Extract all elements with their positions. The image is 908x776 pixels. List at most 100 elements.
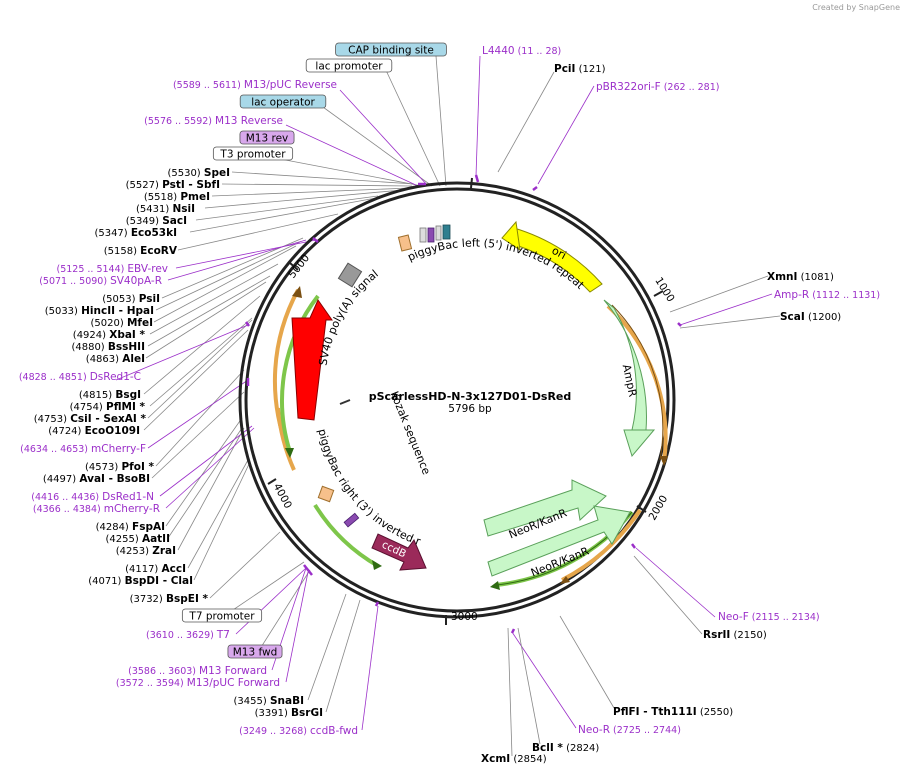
feature-tag-box — [335, 42, 447, 57]
site-position: (4724) — [48, 426, 84, 437]
primer-name: M13 Reverse — [215, 115, 283, 127]
leader-lines — [143, 55, 447, 713]
primer-name: EBV-rev — [127, 263, 168, 275]
primer-name: SV40pA-R — [110, 275, 162, 287]
site-position: (4880) — [71, 342, 107, 353]
restriction-site-label: XcmI (2854) — [481, 753, 547, 765]
primer-name: pBR322ori-F — [596, 81, 661, 93]
primer-position: (1112 .. 1131) — [809, 290, 880, 301]
site-name: ZraI — [152, 545, 176, 557]
site-position: (5033) — [45, 306, 81, 317]
restriction-site-label: (5527) PstI - SbfI — [126, 179, 220, 191]
plasmid-name: pScarlessHD-N-3x127D01-DsRed — [369, 390, 572, 403]
primer-label: (3586 .. 3603) M13 Forward — [128, 665, 267, 677]
primer-name: M13 Forward — [199, 665, 267, 677]
primer-position: (3610 .. 3629) — [146, 630, 217, 641]
site-name: PflMI * — [106, 401, 145, 413]
primer-label: Neo-F (2115 .. 2134) — [718, 611, 820, 623]
feature-tag-text: T3 promoter — [219, 149, 286, 161]
primer-name: DsRed1-C — [90, 371, 141, 383]
bottom-green-arc — [313, 503, 379, 568]
small-box-4 — [442, 224, 451, 240]
feature-tag-text: M13 fwd — [233, 647, 278, 659]
site-name: AvaI - BsoBI — [79, 473, 150, 485]
tick-marks — [267, 177, 664, 625]
site-name: ScaI — [780, 311, 805, 323]
restriction-site-label: (4863) AleI — [86, 353, 145, 365]
primer-label: Neo-R (2725 .. 2744) — [578, 724, 681, 736]
plasmid-length: 5796 bp — [448, 403, 492, 415]
restriction-site-label: (3732) BspEI * — [130, 593, 209, 605]
primer-name: L4440 — [482, 45, 515, 57]
feature-tag: T7 promoter — [181, 608, 263, 623]
site-position: (4924) — [73, 330, 109, 341]
restriction-site-label: (4573) PfoI * — [85, 461, 154, 473]
site-name: SacI — [162, 215, 187, 227]
purple-box-bottom — [343, 512, 360, 528]
site-name: FspAI — [132, 521, 165, 533]
tick-1000: 1000 — [652, 275, 676, 304]
restriction-site-label: (5518) PmeI — [144, 191, 210, 203]
restriction-site-label: BclI * (2824) — [532, 742, 599, 754]
ampr-feature: AmpR — [603, 299, 656, 458]
primer-name: Amp-R — [774, 289, 809, 301]
tick-labels: 1000 2000 3000 4000 5000 — [271, 252, 677, 623]
restriction-site-label: (5053) PsiI — [102, 293, 160, 305]
feature-tag-text: T7 promoter — [188, 611, 255, 623]
restriction-site-label: (3391) BsrGI — [255, 707, 323, 719]
feature-tag: M13 rev — [239, 130, 295, 145]
restriction-site-label: (4724) EcoO109I — [48, 425, 140, 437]
restriction-site-label: (5020) MfeI — [91, 317, 153, 329]
restriction-site-label: PciI (121) — [554, 63, 606, 75]
left-orange-arc-2 — [276, 407, 296, 471]
feature-tag-text: lac promoter — [315, 61, 383, 73]
site-name: BspDI - ClaI — [125, 575, 193, 587]
feature-tag-box — [239, 130, 295, 145]
left-orange-arrow — [292, 286, 302, 298]
left-green-arc — [280, 294, 320, 453]
primer-label: (5589 .. 5611) M13/pUC Reverse — [173, 79, 337, 91]
small-box-3 — [435, 225, 442, 241]
primer-position: (3572 .. 3594) — [116, 678, 187, 689]
site-position: (5530) — [167, 168, 203, 179]
sv40-polya-box — [337, 262, 363, 288]
site-name: PmeI — [180, 191, 210, 203]
site-position: (5158) — [104, 246, 140, 257]
site-position: (5527) — [126, 180, 162, 191]
site-name: SnaBI — [270, 695, 304, 707]
site-name: PfoI * — [121, 461, 154, 473]
primer-position: (4416 .. 4436) — [31, 492, 102, 503]
primer-label: (4634 .. 4653) mCherry-F — [20, 443, 146, 455]
primer-label: pBR322ori-F (262 .. 281) — [596, 81, 719, 93]
site-name: HincII - HpaI — [81, 305, 154, 317]
restriction-site-label: (4255) AatII — [106, 533, 170, 545]
small-box-1 — [419, 227, 427, 243]
site-position: (3391) — [255, 708, 291, 719]
primer-position: (4828 .. 4851) — [19, 372, 90, 383]
restriction-site-label: RsrII (2150) — [703, 629, 767, 641]
primer-label: (3572 .. 3594) M13/pUC Forward — [116, 677, 280, 689]
feature-tag: T3 promoter — [212, 146, 294, 161]
site-position: (2824) — [563, 743, 600, 754]
site-name: MfeI — [127, 317, 153, 329]
site-position: (2150) — [730, 630, 767, 641]
site-position: (4071) — [88, 576, 124, 587]
site-name: AatII — [142, 533, 170, 545]
primer-position: (4366 .. 4384) — [33, 504, 104, 515]
piggybac-left-label: piggyBac left (5') inverted repeat — [406, 236, 588, 292]
ori-feature: ori — [501, 220, 603, 293]
ampr-promoter-arrow — [660, 456, 668, 466]
restriction-site-label: (5349) SacI — [126, 215, 187, 227]
restriction-site-label: (5033) HincII - HpaI — [45, 305, 154, 317]
site-position: (4255) — [106, 534, 142, 545]
feature-tag-text: M13 rev — [246, 133, 289, 145]
primer-position: (262 .. 281) — [661, 82, 720, 93]
primer-name: T7 — [216, 629, 230, 641]
site-name: XbaI * — [109, 329, 145, 341]
restriction-site-label: (4753) CsiI - SexAI * — [34, 413, 147, 425]
feature-tag-box — [227, 644, 283, 659]
primer-position: (2725 .. 2744) — [610, 725, 681, 736]
feature-tag-text: lac operator — [251, 97, 315, 109]
restriction-site-label: (5158) EcoRV — [104, 245, 178, 257]
primer-label: (5071 .. 5090) SV40pA-R — [39, 275, 162, 287]
